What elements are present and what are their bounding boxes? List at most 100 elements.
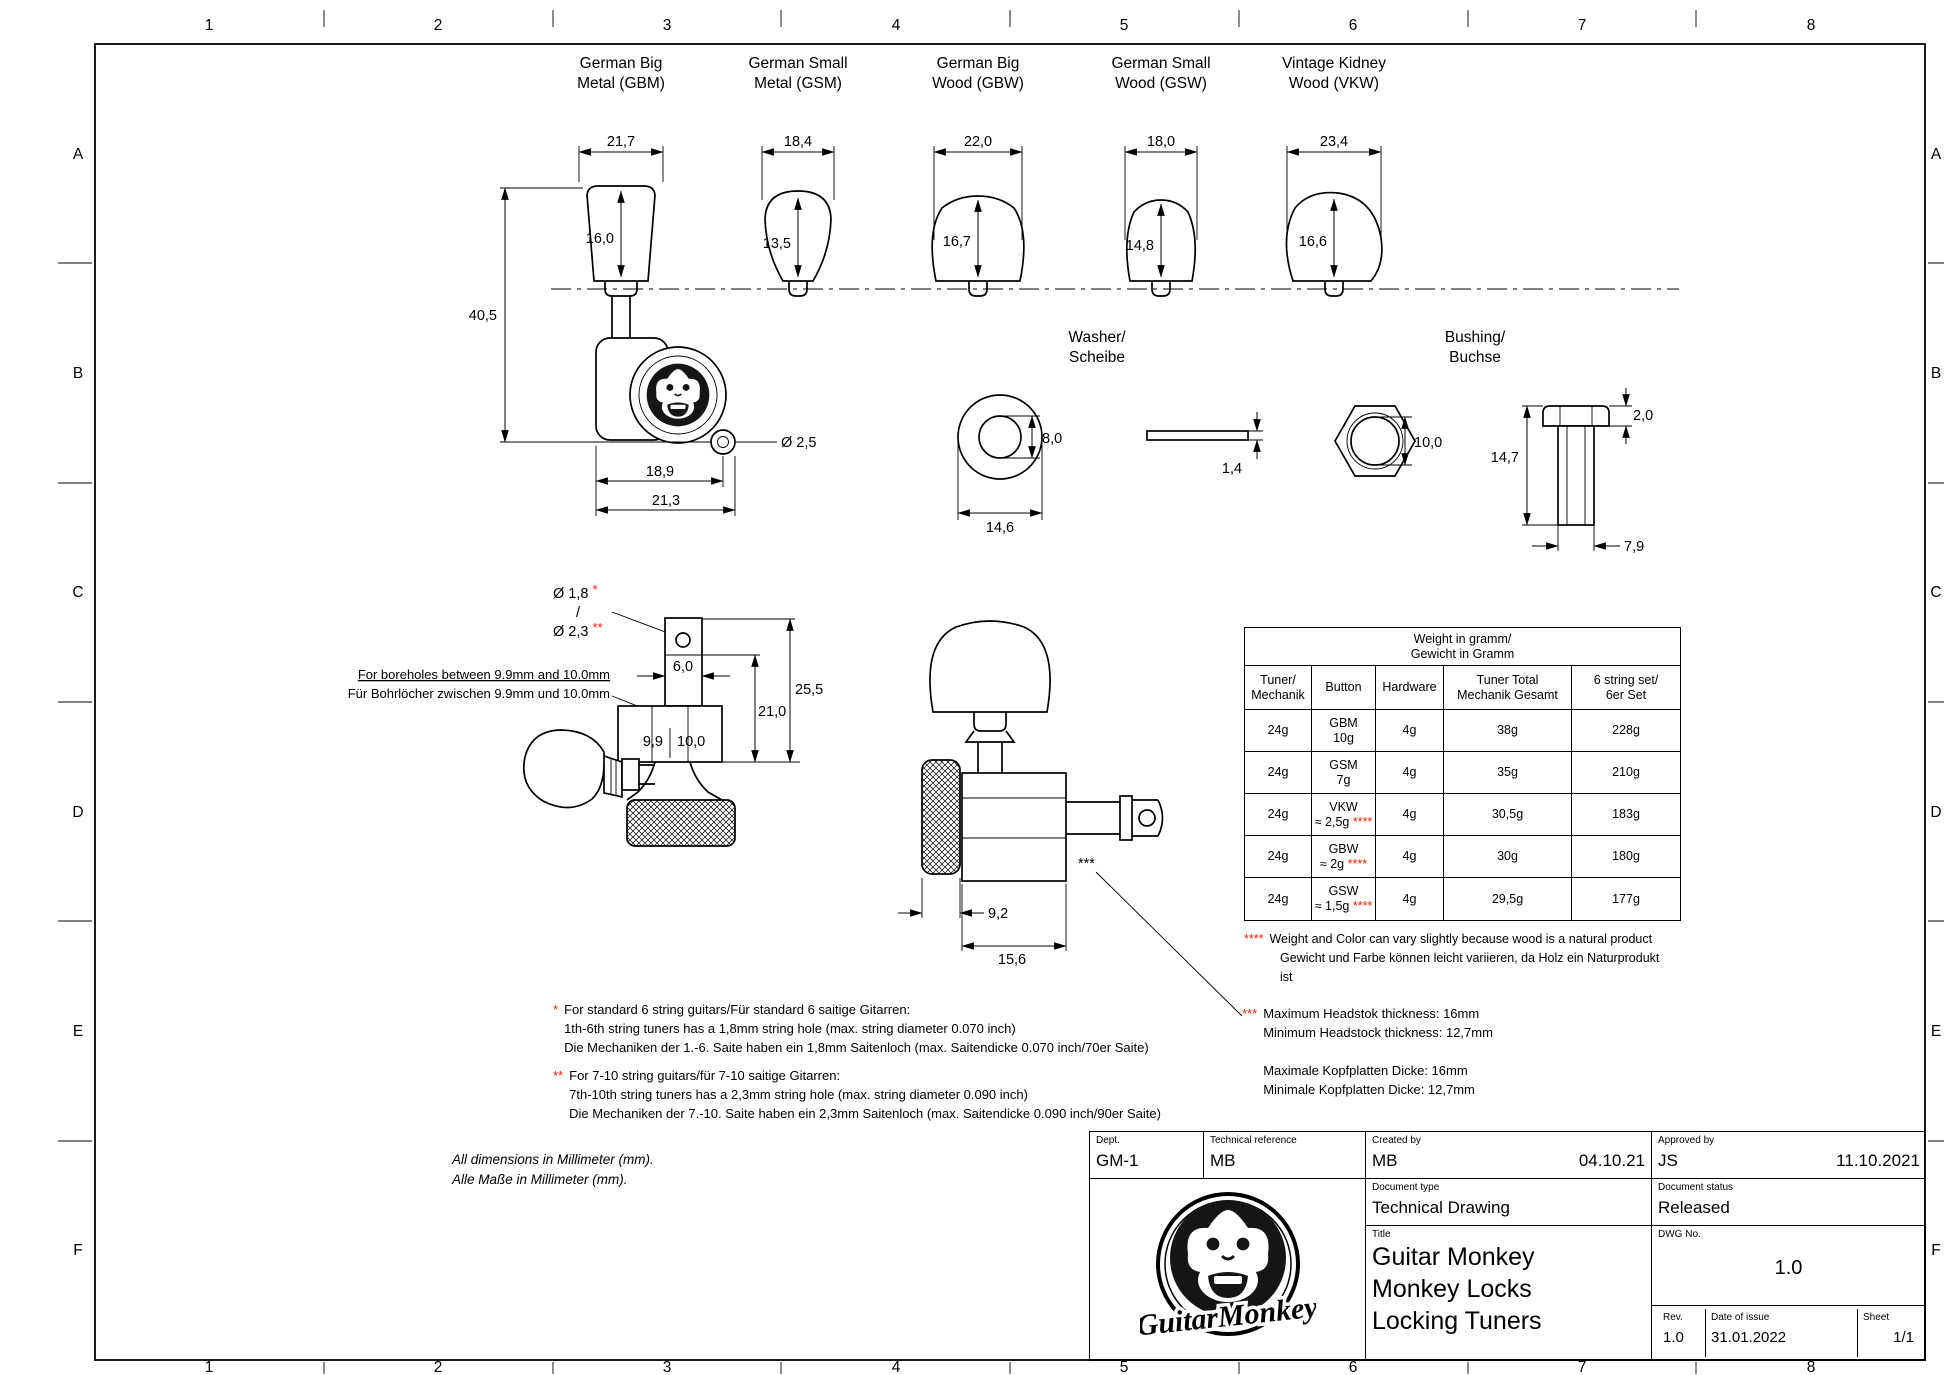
row-label: C bbox=[1930, 584, 1941, 601]
tuner-assembly-view: *** 9,2 15,6 bbox=[898, 620, 1243, 1017]
sheet-value: 1/1 bbox=[1893, 1329, 1914, 1346]
cell-tuner: 24g bbox=[1245, 710, 1312, 752]
page-title: Monkey Locks bbox=[1372, 1275, 1532, 1303]
header-gbm: German Big bbox=[580, 55, 663, 72]
col-label: 6 bbox=[1349, 1359, 1358, 1375]
dim-gbm-width: 21,7 bbox=[607, 134, 635, 150]
header-gsm: German Small bbox=[748, 55, 847, 72]
row-label: B bbox=[1931, 365, 1941, 382]
table-row: 24g VKW≈ 2,5g **** 4g 30,5g 183g bbox=[1245, 794, 1680, 836]
cell-set: 183g bbox=[1572, 794, 1680, 836]
weight-table-header-row: Tuner/Mechanik Button Hardware Tuner Tot… bbox=[1245, 666, 1680, 710]
cell-total: 30,5g bbox=[1444, 794, 1572, 836]
col-header-hardware: Hardware bbox=[1376, 666, 1444, 710]
row-label: F bbox=[73, 1242, 82, 1259]
weight-table: Weight in gramm/ Gewicht in Gramm Tuner/… bbox=[1244, 627, 1681, 921]
dim-gsm-height: 13,5 bbox=[763, 236, 791, 252]
cell-tuner: 24g bbox=[1245, 794, 1312, 836]
page-title: Guitar Monkey bbox=[1372, 1243, 1535, 1271]
row-label: B bbox=[73, 365, 83, 382]
table-row: 24g GBW≈ 2g **** 4g 30g 180g bbox=[1245, 836, 1680, 878]
cell-hardware: 4g bbox=[1376, 878, 1444, 920]
col-label: 8 bbox=[1807, 1359, 1816, 1375]
button-gsm-drawing: 18,4 13,5 bbox=[761, 134, 835, 297]
approved-by-value: JS bbox=[1658, 1151, 1678, 1170]
drawing-title-cell: Title Guitar Monkey Monkey Locks Locking… bbox=[1366, 1226, 1652, 1361]
cell-tuner: 24g bbox=[1245, 752, 1312, 794]
col-label: 7 bbox=[1578, 1359, 1587, 1375]
cell-hardware: 4g bbox=[1376, 710, 1444, 752]
guitar-monkey-logo-icon: GuitarMonkey bbox=[1140, 1191, 1316, 1345]
col-label: 3 bbox=[663, 1359, 672, 1375]
borehole-note: For boreholes between 9.9mm and 10.0mm bbox=[358, 667, 610, 682]
dim-body-w1: 18,9 bbox=[646, 464, 674, 480]
dwg-number-cell: DWG No. 1.0 bbox=[1652, 1226, 1926, 1306]
header-gbw: German Big bbox=[937, 55, 1020, 72]
dim-body-length: 15,6 bbox=[998, 952, 1026, 968]
six-string-note: * For standard 6 string guitars/Für stan… bbox=[553, 1002, 1149, 1055]
document-type-cell: Document type Technical Drawing bbox=[1366, 1179, 1652, 1226]
dim-bushing-id: 10,0 bbox=[1414, 435, 1442, 451]
dim-post-h1: 21,0 bbox=[758, 704, 786, 720]
dim-washer-id: 8,0 bbox=[1042, 431, 1062, 447]
dim-post-hole-6: Ø 1,8 * bbox=[553, 582, 598, 602]
dim-bushing-height: 14,7 bbox=[1491, 450, 1519, 466]
bushing-label: Buchse bbox=[1449, 349, 1501, 366]
slash-separator: / bbox=[576, 605, 581, 621]
col-label: 3 bbox=[663, 17, 672, 34]
revision-row: Rev. 1.0 Date of issue 31.01.2022 Sheet … bbox=[1652, 1306, 1926, 1361]
col-label: 2 bbox=[434, 17, 443, 34]
cell-hardware: 4g bbox=[1376, 752, 1444, 794]
technical-reference-value: MB bbox=[1210, 1151, 1236, 1170]
dim-washer-od: 14,6 bbox=[986, 520, 1014, 536]
bushing-label: Bushing/ bbox=[1445, 329, 1506, 346]
sheet-frame bbox=[58, 10, 1944, 1374]
header-gbm: Metal (GBM) bbox=[577, 75, 665, 92]
col-label: 4 bbox=[892, 17, 901, 34]
cell-set: 210g bbox=[1572, 752, 1680, 794]
dept-cell: Dept. GM-1 bbox=[1090, 1132, 1204, 1179]
row-label: A bbox=[1931, 146, 1942, 163]
dim-gsw-height: 14,8 bbox=[1126, 238, 1154, 254]
dim-gbw-height: 16,7 bbox=[943, 234, 971, 250]
button-vkw-drawing: 23,4 16,6 bbox=[1285, 134, 1383, 297]
cell-total: 30g bbox=[1444, 836, 1572, 878]
frame-column-labels: 1 2 3 4 5 6 7 8 1 2 3 4 5 6 7 8 bbox=[205, 17, 1816, 1375]
dept-value: GM-1 bbox=[1096, 1151, 1139, 1170]
table-row: 24g GSW≈ 1,5g **** 4g 29,5g 177g bbox=[1245, 878, 1680, 920]
weight-table-title: Weight in gramm/ Gewicht in Gramm bbox=[1245, 628, 1680, 666]
washer-label: Scheibe bbox=[1069, 349, 1125, 366]
col-label: 5 bbox=[1120, 17, 1129, 34]
document-status-value: Released bbox=[1658, 1198, 1730, 1217]
cell-hardware: 4g bbox=[1376, 794, 1444, 836]
col-label: 6 bbox=[1349, 17, 1358, 34]
technical-reference-cell: Technical reference MB bbox=[1204, 1132, 1366, 1179]
washer-drawing: Washer/ Scheibe 8,0 14,6 1,4 bbox=[957, 329, 1263, 536]
approved-date: 11.10.2021 bbox=[1836, 1151, 1920, 1170]
asterisk-3: *** bbox=[1242, 1006, 1258, 1021]
header-gsw: Wood (GSW) bbox=[1115, 75, 1207, 92]
dim-string-hole: Ø 2,5 bbox=[781, 435, 816, 451]
cell-tuner: 24g bbox=[1245, 836, 1312, 878]
bushing-drawing: Bushing/ Buchse 10,0 14,7 2,0 7,9 bbox=[1334, 329, 1653, 555]
col-label: 2 bbox=[434, 1359, 443, 1375]
cell-total: 29,5g bbox=[1444, 878, 1572, 920]
headstock-thickness-note: *** Maximum Headstok thickness: 16mm Min… bbox=[1242, 1006, 1493, 1097]
tuner-side-view: Ø 2,5 40,5 18,9 21,3 bbox=[469, 187, 816, 516]
asterisk-2: ** bbox=[553, 1068, 564, 1083]
col-label: 4 bbox=[892, 1359, 901, 1375]
dim-post-hole-7: Ø 2,3 ** bbox=[553, 620, 603, 640]
company-logo: GuitarMonkey bbox=[1090, 1179, 1366, 1361]
monkey-emblem-icon bbox=[645, 362, 711, 428]
asterisk-1: * bbox=[553, 1002, 559, 1017]
created-by-value: MB bbox=[1372, 1151, 1398, 1170]
cell-hardware: 4g bbox=[1376, 836, 1444, 878]
cell-set: 228g bbox=[1572, 710, 1680, 752]
col-header-set: 6 string set/6er Set bbox=[1572, 666, 1680, 710]
cell-button: GBW≈ 2g **** bbox=[1312, 836, 1376, 878]
row-label: D bbox=[72, 804, 83, 821]
